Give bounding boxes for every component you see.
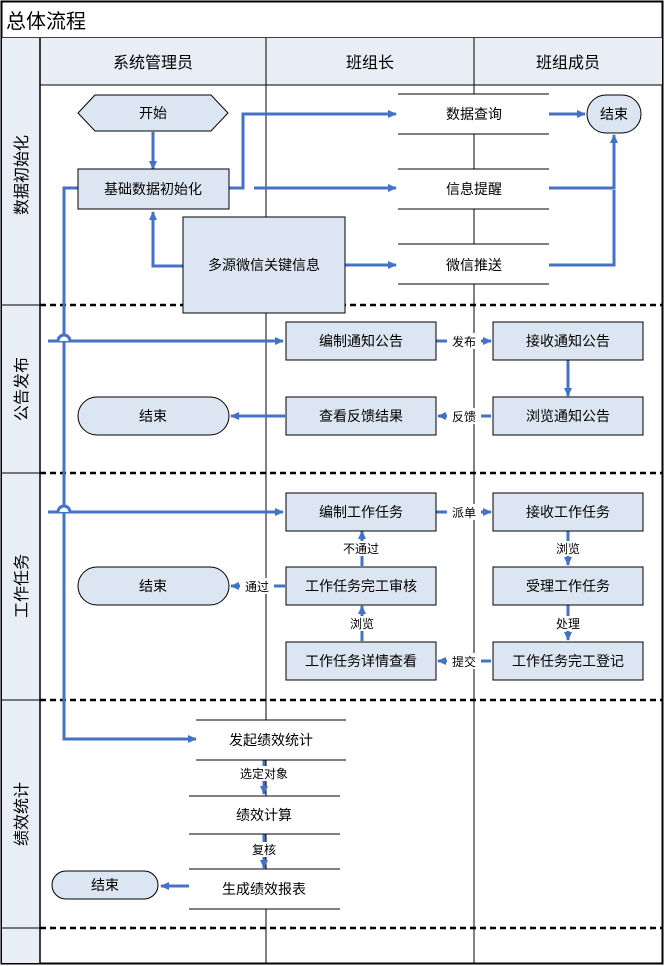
data-query-store[interactable] bbox=[398, 93, 549, 135]
accept-task-box[interactable] bbox=[492, 566, 644, 606]
lane-label-data-init: 数据初始化 bbox=[12, 135, 31, 215]
base-init-box[interactable] bbox=[77, 168, 230, 210]
edge-push-to-end bbox=[549, 190, 616, 267]
receive-notice-box[interactable] bbox=[492, 321, 644, 361]
start-node[interactable] bbox=[77, 94, 229, 132]
edge-label-feedback: 反馈 bbox=[452, 410, 476, 424]
browse-notice-label: 浏览通知公告 bbox=[526, 408, 610, 425]
start-stats-store[interactable] bbox=[196, 719, 346, 761]
lane-label-task: 工作任务 bbox=[12, 554, 31, 618]
line-hop-task bbox=[56, 504, 72, 513]
edge-label-dispatch: 派单 bbox=[452, 506, 476, 520]
detail-task-box[interactable] bbox=[285, 641, 437, 681]
receive-task-box[interactable] bbox=[492, 492, 644, 532]
lane-label-performance: 绩效统计 bbox=[12, 782, 31, 846]
line-hop-notice bbox=[56, 333, 72, 342]
browse-notice-box[interactable] bbox=[492, 396, 644, 436]
end-notice-label: 结束 bbox=[139, 409, 167, 425]
edge-init-to-stats-trunk bbox=[62, 186, 197, 743]
edge-label-process: 处理 bbox=[556, 617, 580, 631]
calc-stats-label: 绩效计算 bbox=[236, 808, 292, 824]
column-header-row bbox=[40, 38, 662, 85]
info-remind-store[interactable] bbox=[398, 168, 549, 210]
gen-report-label: 生成绩效报表 bbox=[222, 882, 306, 898]
edge-label-submit: 提交 bbox=[452, 654, 476, 669]
end-init-label: 结束 bbox=[600, 107, 628, 123]
detail-task-label: 工作任务详情查看 bbox=[305, 654, 417, 670]
column-header-member: 班组成员 bbox=[536, 53, 600, 72]
register-task-label: 工作任务完工登记 bbox=[512, 654, 624, 670]
diagram-title: 总体流程 bbox=[6, 9, 86, 33]
edge-label-select-target: 选定对象 bbox=[240, 766, 288, 781]
review-task-label: 工作任务完工审核 bbox=[305, 579, 417, 595]
end-init-node[interactable] bbox=[586, 94, 642, 134]
compose-notice-box[interactable] bbox=[285, 321, 437, 361]
edge-init-to-query bbox=[229, 110, 397, 190]
start-stats-label: 发起绩效统计 bbox=[229, 733, 313, 749]
review-task-box[interactable] bbox=[285, 566, 437, 606]
view-feedback-label: 查看反馈结果 bbox=[319, 409, 403, 425]
calc-stats-store[interactable] bbox=[189, 795, 340, 835]
wechat-push-store[interactable] bbox=[398, 243, 549, 285]
receive-notice-label: 接收通知公告 bbox=[526, 333, 610, 350]
edge-label-not-pass: 不通过 bbox=[343, 542, 379, 556]
edge-label-recheck: 复核 bbox=[252, 843, 276, 857]
start-node-label: 开始 bbox=[139, 106, 167, 122]
info-remind-label: 信息提醒 bbox=[446, 181, 502, 198]
register-task-box[interactable] bbox=[492, 641, 644, 681]
data-query-label: 数据查询 bbox=[446, 107, 502, 123]
compose-task-label: 编制工作任务 bbox=[319, 505, 403, 521]
wechat-push-label: 微信推送 bbox=[446, 258, 502, 274]
edge-label-pass: 通过 bbox=[245, 580, 269, 594]
edge-label-publish: 发布 bbox=[452, 334, 476, 349]
view-feedback-box[interactable] bbox=[285, 396, 437, 436]
multi-source-label: 多源微信关键信息 bbox=[208, 257, 320, 274]
lane-label-notice: 公告发布 bbox=[12, 357, 31, 421]
end-notice-node[interactable] bbox=[77, 396, 230, 436]
accept-task-label: 受理工作任务 bbox=[526, 579, 610, 595]
compose-task-box[interactable] bbox=[285, 492, 437, 532]
gen-report-store[interactable] bbox=[189, 868, 340, 910]
edge-label-browse: 浏览 bbox=[556, 541, 580, 556]
multi-source-box[interactable] bbox=[182, 216, 346, 314]
end-stats-label: 结束 bbox=[91, 878, 119, 894]
edge-label-browse2: 浏览 bbox=[350, 616, 374, 631]
end-stats-node[interactable] bbox=[51, 870, 159, 900]
base-init-label: 基础数据初始化 bbox=[104, 181, 202, 198]
column-header-leader: 班组长 bbox=[346, 53, 394, 72]
compose-notice-label: 编制通知公告 bbox=[319, 333, 403, 350]
column-header-admin: 系统管理员 bbox=[113, 53, 193, 72]
edge-remind-to-end bbox=[549, 134, 618, 190]
end-task-node[interactable] bbox=[77, 566, 230, 606]
receive-task-label: 接收工作任务 bbox=[526, 504, 610, 521]
end-task-label: 结束 bbox=[139, 579, 167, 595]
lane-label-column bbox=[2, 38, 40, 963]
edge-multi-to-init bbox=[149, 211, 183, 268]
